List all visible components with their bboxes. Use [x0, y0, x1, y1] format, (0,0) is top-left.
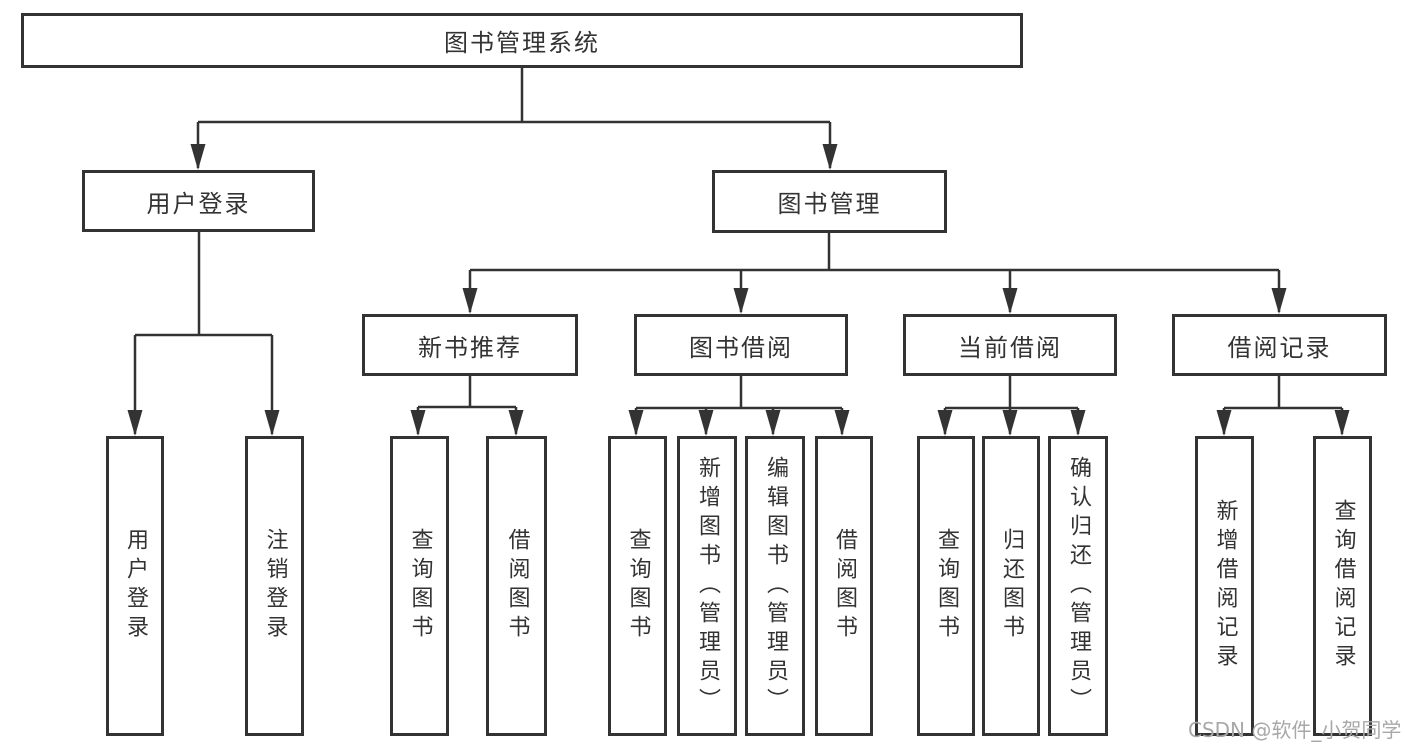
node-user-login: 用户登录 — [82, 170, 315, 232]
leaf-newbook-query-book: 查询图书 — [390, 436, 449, 736]
leaf-records-add-record: 新增借阅记录 — [1195, 436, 1254, 736]
node-new-book-recommend: 新书推荐 — [362, 314, 578, 376]
leaf-newbook-borrow-book: 借阅图书 — [486, 436, 547, 736]
node-current-borrow: 当前借阅 — [903, 314, 1117, 376]
node-book-borrow: 图书借阅 — [634, 314, 848, 376]
leaf-borrow-query-book: 查询图书 — [608, 436, 667, 736]
leaf-borrow-borrow-book: 借阅图书 — [815, 436, 873, 736]
leaf-borrow-edit-book-admin: 编辑图书（管理员） — [745, 436, 805, 736]
node-book-management: 图书管理 — [712, 170, 947, 233]
csdn-watermark: CSDN @软件_小贺同学 — [1188, 718, 1402, 742]
leaf-user-login: 用户登录 — [106, 436, 164, 736]
leaf-current-return-book: 归还图书 — [982, 436, 1040, 736]
leaf-logout: 注销登录 — [245, 436, 304, 736]
leaf-records-query-record: 查询借阅记录 — [1313, 436, 1372, 736]
leaf-current-confirm-return-admin: 确认归还（管理员） — [1048, 436, 1108, 736]
leaf-borrow-add-book-admin: 新增图书（管理员） — [677, 436, 737, 736]
node-borrow-records: 借阅记录 — [1172, 314, 1387, 376]
node-root: 图书管理系统 — [21, 13, 1023, 68]
leaf-current-query-book: 查询图书 — [917, 436, 975, 736]
